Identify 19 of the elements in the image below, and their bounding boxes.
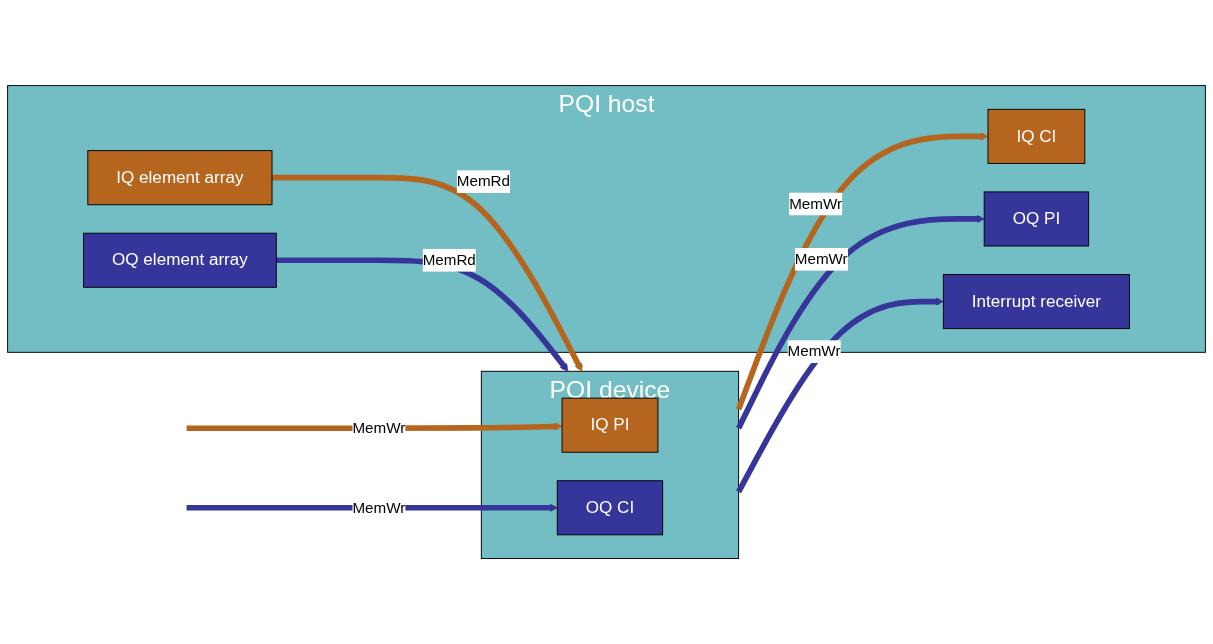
node-box: IQ element array xyxy=(87,150,273,206)
node-box: OQ CI xyxy=(556,480,664,536)
node-box: OQ element array xyxy=(83,232,277,288)
edge-label: MemWr xyxy=(794,250,848,267)
edge-label: MemRd xyxy=(456,173,510,190)
edge-label: MemRd xyxy=(422,251,476,268)
arrow xyxy=(736,297,944,494)
edge-label: MemWr xyxy=(352,419,406,436)
arrow xyxy=(736,214,985,430)
node-box: IQ PI xyxy=(561,397,659,453)
arrow xyxy=(276,257,569,372)
node-box: Interrupt receiver xyxy=(942,273,1130,329)
node-box: IQ CI xyxy=(987,108,1086,164)
edge-label: MemWr xyxy=(787,343,841,360)
arrow xyxy=(272,174,583,372)
arrow xyxy=(735,132,989,411)
edge-label: MemWr xyxy=(789,195,843,212)
edge-label: MemWr xyxy=(352,499,406,516)
node-box: OQ PI xyxy=(983,191,1090,247)
